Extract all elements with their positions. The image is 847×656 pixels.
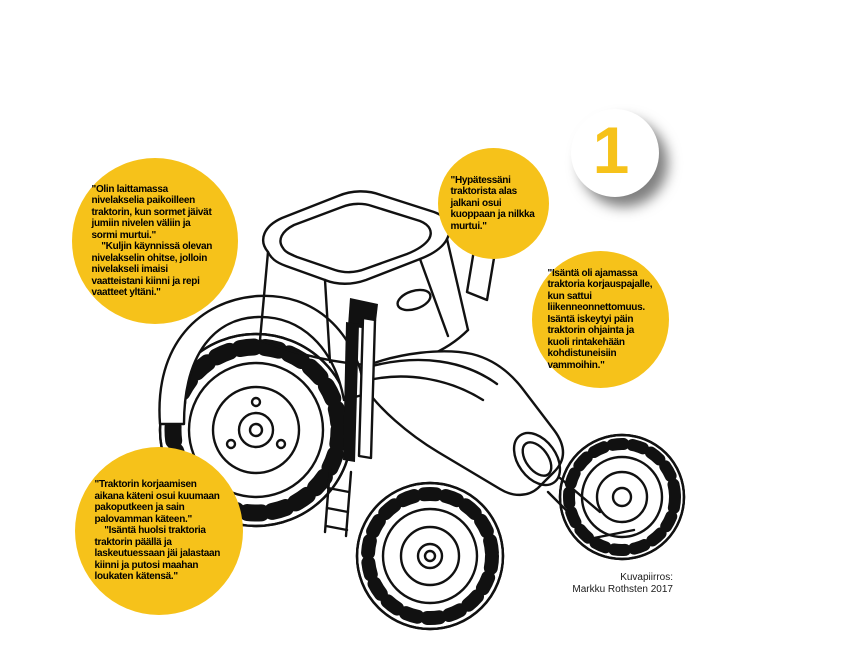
quote-text: "Traktorin korjaamisen aikana käteni osu… (94, 479, 221, 583)
quote-bubble-pto-shaft: "Olin laittamassa nivelakselia paikoille… (72, 158, 238, 324)
quote-bubble-road-accident: "Isäntä oli ajamassa traktoria korjauspa… (532, 251, 669, 388)
cab-roof (262, 190, 451, 285)
credit-label: Kuvapiirros: (620, 572, 673, 583)
quote-text: "Olin laittamassa nivelakselia paikoille… (91, 183, 213, 299)
figure-number-badge: 1 (571, 109, 659, 197)
steering-wheel-icon (396, 288, 432, 312)
steps (323, 466, 332, 534)
quote-text: "Isäntä oli ajamassa traktoria korjauspa… (547, 267, 653, 371)
hood (358, 350, 565, 497)
front-right-wheel-icon (558, 433, 686, 561)
grille-icon (512, 431, 562, 487)
figure-number: 1 (592, 113, 630, 187)
quote-bubble-repair-injury: "Traktorin korjaamisen aikana käteni osu… (75, 447, 243, 615)
front-left-wheel-icon (355, 481, 505, 631)
quote-bubble-jump-injury: "Hypätessäni traktorista alas jalkani os… (438, 148, 549, 259)
illustration-credit: Kuvapiirros: Markku Rothsten 2017 (498, 572, 673, 596)
credit-author: Markku Rothsten 2017 (572, 584, 673, 595)
quote-text: "Hypätessäni traktorista alas jalkani os… (450, 174, 535, 232)
